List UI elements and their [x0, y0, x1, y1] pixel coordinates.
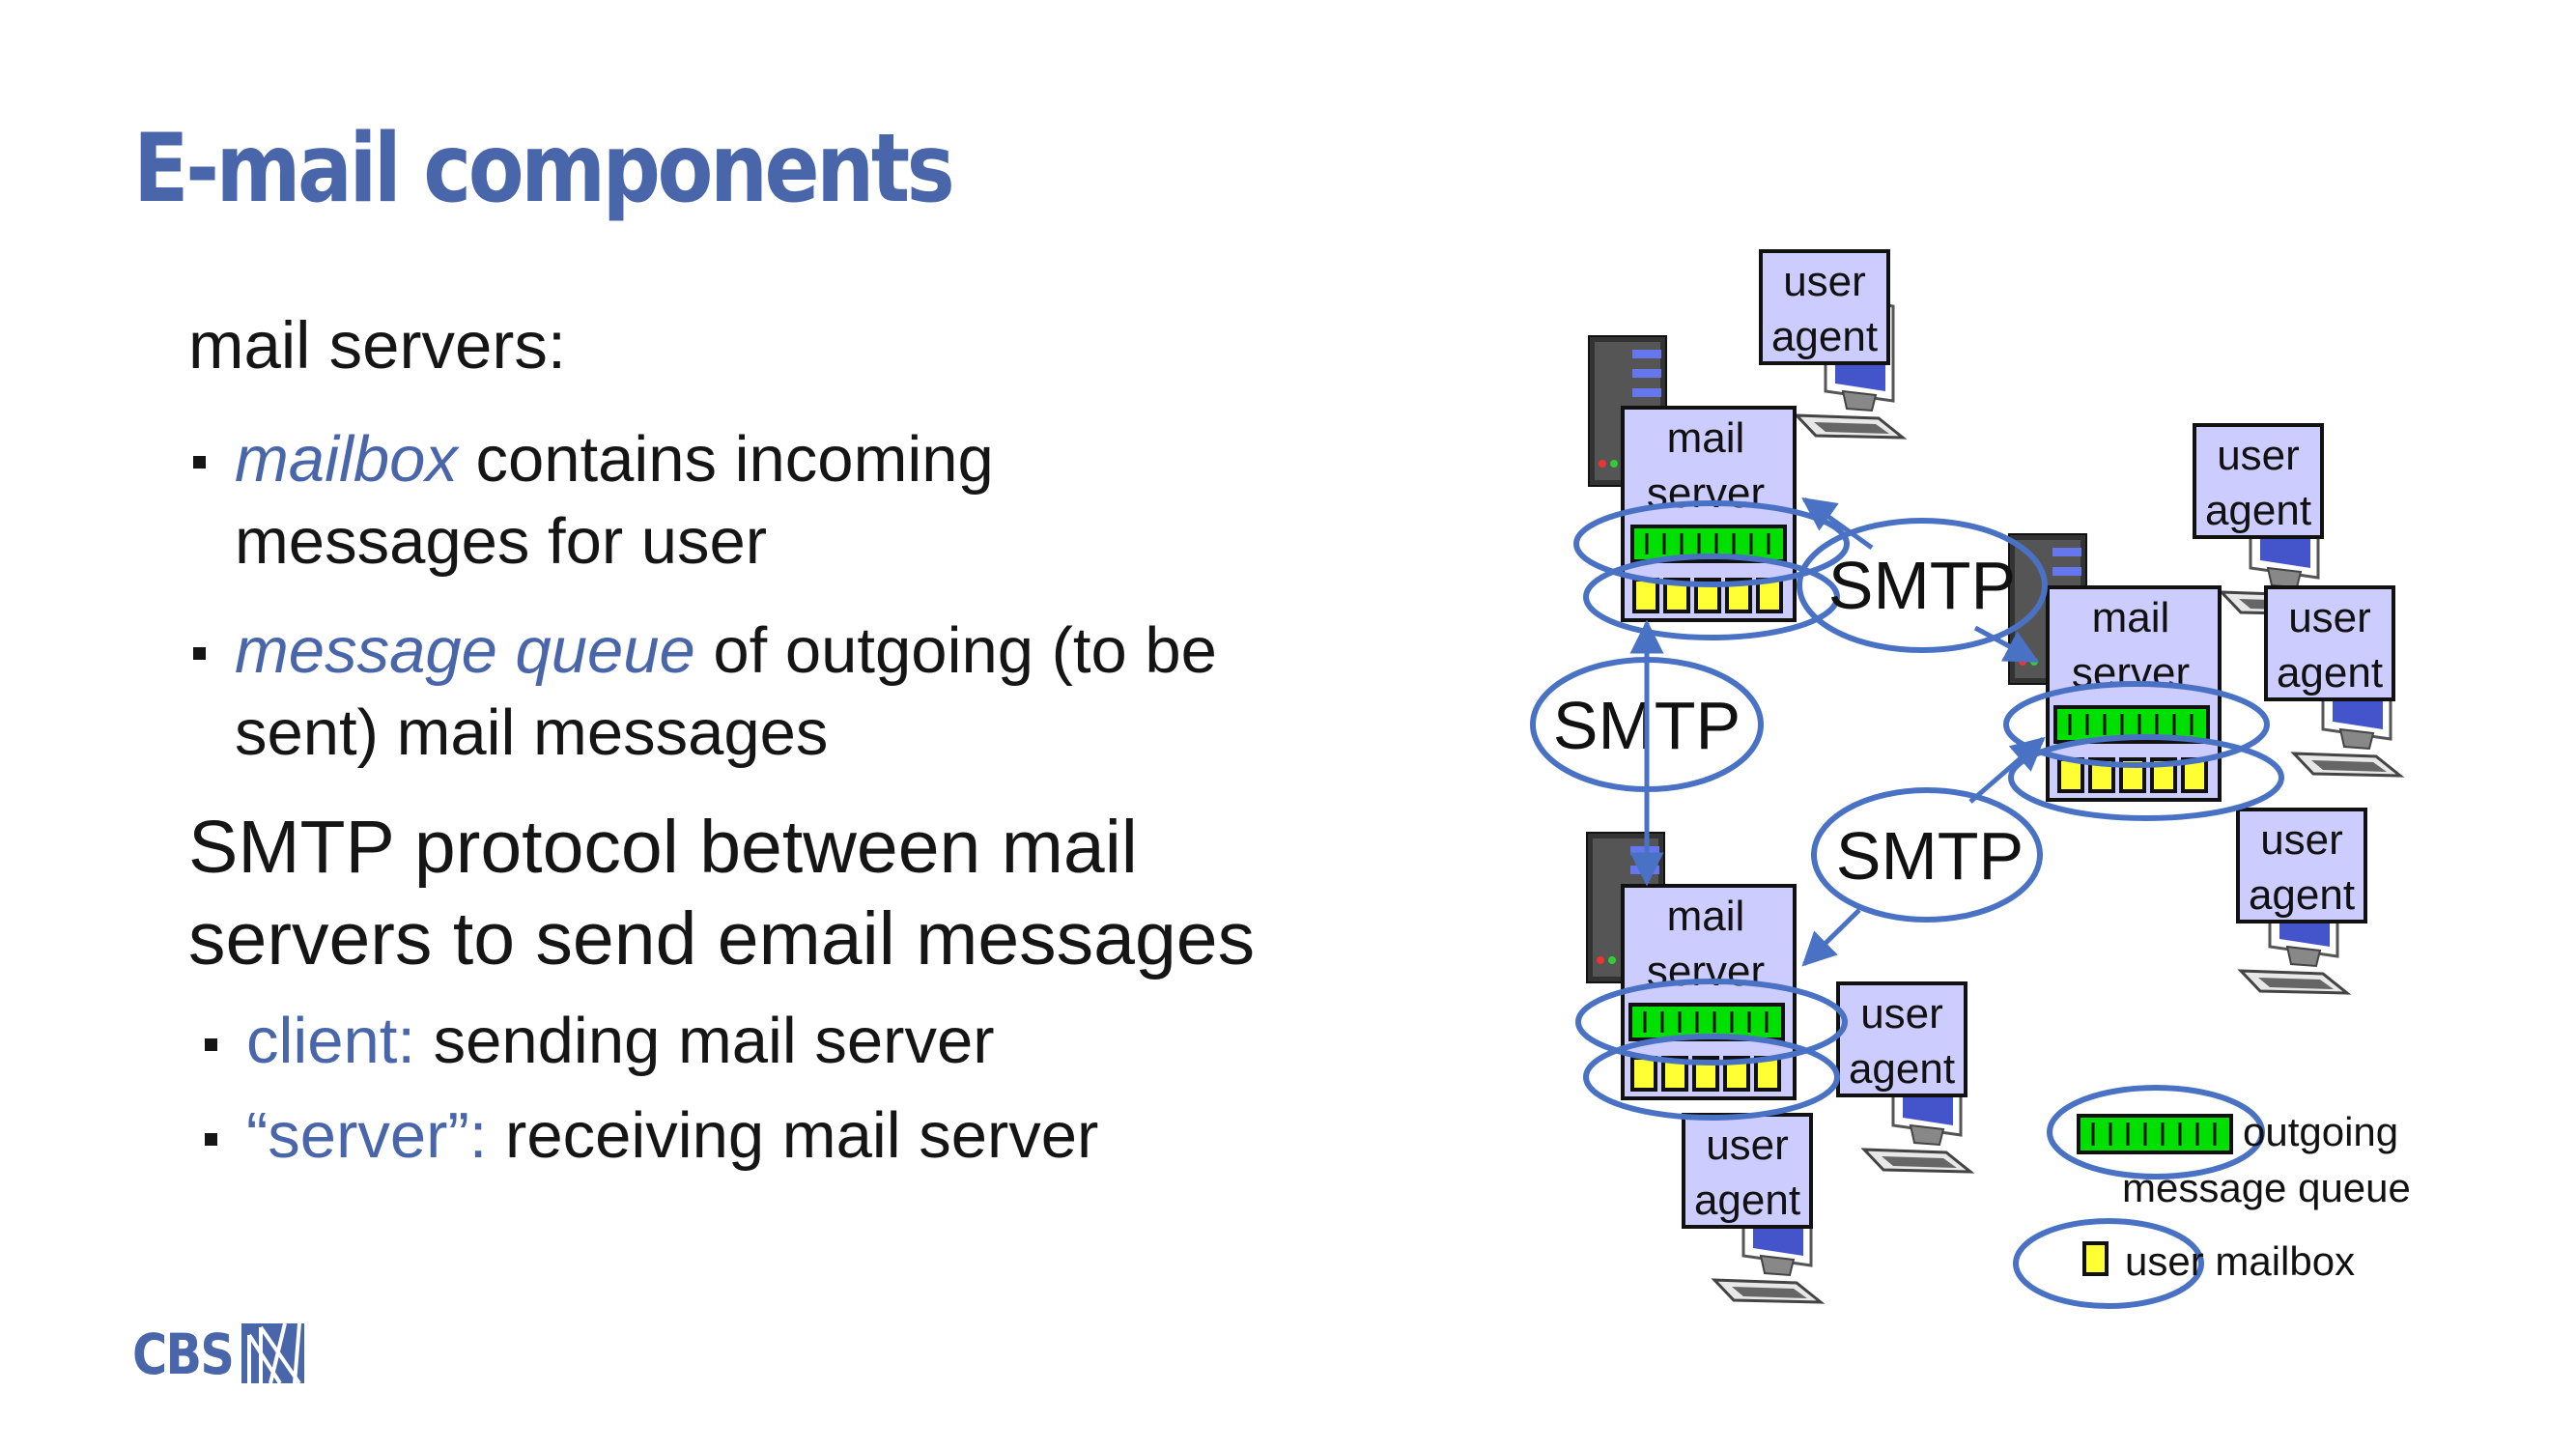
term-server: “server”: [246, 1099, 488, 1172]
user-agent-box: user agent [1759, 249, 1890, 365]
svg-text:outgoing: outgoing [2243, 1109, 2398, 1154]
legend-outgoing-queue: outgoing message queue [2047, 1085, 2411, 1210]
svg-text:agent: agent [2205, 487, 2311, 534]
svg-text:SMTP: SMTP [1828, 548, 2016, 623]
cbs-logo-text: CBS [132, 1321, 235, 1387]
mail-server-box: mail server [2046, 585, 2222, 802]
svg-text:user: user [2288, 594, 2371, 641]
heading-smtp-line1: SMTP protocol between mail [188, 806, 1138, 889]
bullet-mailbox-text: contains incoming [457, 423, 994, 496]
smtp-arrows [1629, 497, 2046, 967]
sub-client: client: sending mail server [246, 1004, 995, 1078]
svg-text:mail: mail [1667, 893, 1745, 940]
user-agent-box: user agent [2264, 585, 2395, 701]
term-mailbox: mailbox [235, 423, 458, 496]
cbs-logo-icon [241, 1323, 304, 1383]
user-agent-box: user agent [2193, 423, 2324, 539]
heading-mail-servers: mail servers: [188, 308, 567, 383]
bullet-mailbox-line1: mailbox contains incoming [235, 422, 994, 497]
svg-text:user: user [1706, 1122, 1789, 1169]
svg-text:agent: agent [2249, 871, 2355, 919]
bullet-mailbox-line2: messages for user [235, 505, 768, 578]
term-message-queue: message queue [235, 614, 695, 687]
bullet-marker [205, 1038, 217, 1051]
svg-text:agent: agent [1771, 313, 1878, 360]
svg-text:user: user [2217, 432, 2300, 479]
mail-server-box: mail server [1621, 406, 1797, 622]
bullet-queue-line1: message queue of outgoing (to be [235, 613, 1217, 688]
user-agent-box: user agent [2236, 808, 2367, 923]
svg-text:user: user [2260, 816, 2343, 864]
sub-server: “server”: receiving mail server [246, 1098, 1098, 1173]
bullet-marker [193, 647, 206, 660]
legend-user-mailbox: user mailbox [2013, 1218, 2355, 1309]
mail-server-box: mail server [1621, 884, 1797, 1100]
svg-text:user mailbox: user mailbox [2125, 1238, 2355, 1284]
svg-text:message queue: message queue [2122, 1165, 2411, 1210]
outgoing-queue [1628, 1003, 1785, 1041]
svg-text:server: server [1647, 469, 1765, 517]
svg-text:server: server [1647, 948, 1765, 995]
heading-smtp-line2: servers to send email messages [188, 897, 1256, 980]
bullet-queue-text: of outgoing (to be [694, 614, 1217, 687]
svg-text:SMTP: SMTP [1836, 818, 2024, 894]
svg-text:agent: agent [1694, 1177, 1800, 1224]
slide-title: E-mail components [133, 114, 955, 224]
term-client: client: [246, 1005, 416, 1077]
user-agent-box: user agent [1836, 981, 1967, 1097]
svg-text:user: user [1860, 990, 1943, 1037]
user-agent-box: user agent [1682, 1113, 1813, 1229]
bullet-marker [193, 456, 206, 469]
highlight-ellipses [1573, 500, 2284, 1121]
sub-client-text: sending mail server [415, 1005, 995, 1077]
svg-text:mail: mail [2092, 594, 2170, 641]
svg-text:user: user [1783, 258, 1866, 305]
smtp-label: SMTP [1811, 787, 2043, 923]
smtp-label: SMTP [1797, 518, 2048, 653]
sub-server-text: receiving mail server [487, 1099, 1099, 1172]
svg-text:mail: mail [1667, 414, 1745, 462]
bullet-marker [205, 1133, 217, 1146]
bullet-queue-line2: sent) mail messages [235, 696, 829, 769]
svg-text:agent: agent [2277, 649, 2383, 696]
svg-text:agent: agent [1849, 1045, 1955, 1093]
